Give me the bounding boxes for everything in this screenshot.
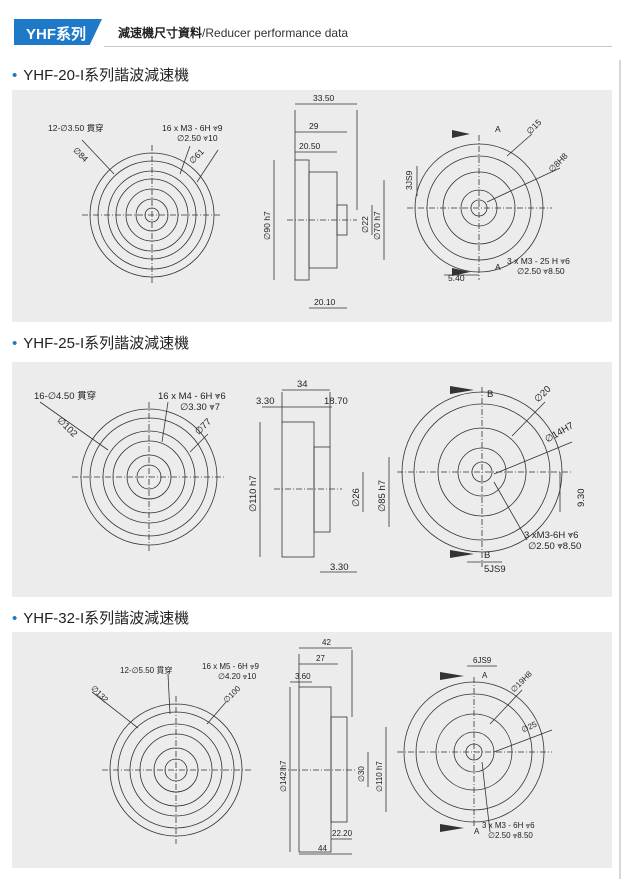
dim-r3: 3 x M3 - 6H ⩔6 <box>482 821 535 830</box>
label-bolt-holes: 12-∅5.50 貫穿 <box>120 665 172 675</box>
label-pcd-outer: ∅102 <box>54 415 79 440</box>
drawing-panel-yhf20: 12-∅3.50 貫穿 16 x M3 - 6H ⩔9 ∅2.50 ⩔10 ∅8… <box>12 90 612 322</box>
dim-key: 3JS9 <box>404 170 414 190</box>
label-pcd-inner: ∅100 <box>222 684 243 705</box>
section-title-text: YHF-32-I系列諧波減速機 <box>23 610 190 627</box>
dim-d5: ∅26 <box>351 488 362 507</box>
right-edge-bar <box>619 60 621 879</box>
dim-r1: ∅20 <box>532 384 553 405</box>
dim-d1: 34 <box>297 379 308 390</box>
dim-d2: 29 <box>309 121 319 131</box>
bullet-icon: • <box>12 67 18 84</box>
dim-r5: 9.30 <box>576 489 587 508</box>
dim-r1: ∅15 <box>524 117 543 136</box>
technical-drawing-yhf20: 12-∅3.50 貫穿 16 x M3 - 6H ⩔9 ∅2.50 ⩔10 ∅8… <box>48 93 570 309</box>
label-bolt-holes: 12-∅3.50 貫穿 <box>48 123 104 133</box>
header-divider <box>104 46 612 47</box>
dim-d7: 22.20 <box>332 829 353 838</box>
dim-key: 6JS9 <box>473 656 492 665</box>
label-pcd-outer: ∅84 <box>71 145 90 164</box>
dim-d5: ∅30 <box>357 766 366 782</box>
view-label-bottom: A <box>495 262 501 272</box>
label-pcd-inner: ∅77 <box>193 416 214 437</box>
dim-d4: ∅90 h7 <box>262 211 272 240</box>
header-subtitle: 減速機尺寸資料/Reducer performance data <box>118 24 348 41</box>
label-tapped-holes-2: ∅4.20 ⩔10 <box>218 672 257 681</box>
series-tab: YHF系列 <box>14 19 102 45</box>
dim-d3: 3.60 <box>295 672 311 681</box>
dim-d7: 3.30 <box>330 562 349 573</box>
dim-d2: 27 <box>316 654 325 663</box>
dim-d2: 3.30 <box>256 396 275 407</box>
dim-r2: ∅25 <box>520 719 539 734</box>
dim-r4: ∅2.50 ⩔8.50 <box>488 831 533 840</box>
label-bolt-holes: 16-∅4.50 貫穿 <box>34 390 96 402</box>
view-label-top: B <box>487 389 493 400</box>
drawing-panel-yhf32: 12-∅5.50 貫穿 16 x M5 - 6H ⩔9 ∅4.20 ⩔10 ∅1… <box>12 632 612 868</box>
dim-r3: 3 xM3-6H ⩔6 <box>524 530 578 541</box>
label-tapped-holes-1: 16 x M5 - 6H ⩔9 <box>202 662 260 671</box>
dim-d4: ∅142 h7 <box>279 760 288 792</box>
dim-d5: ∅22 <box>360 216 370 233</box>
view-label-bottom: A <box>474 827 480 836</box>
view-label-bottom: B <box>484 550 490 561</box>
dim-d3: 20.50 <box>299 141 321 151</box>
dim-d1: 33.50 <box>313 93 335 103</box>
view-label-top: A <box>495 124 501 134</box>
dim-r5: 5.40 <box>448 273 465 283</box>
page-header: YHF系列 減速機尺寸資料/Reducer performance data <box>0 0 626 48</box>
bullet-icon: • <box>12 610 18 627</box>
header-subtitle-en: /Reducer performance data <box>202 26 349 40</box>
dim-r2: ∅14H7 <box>543 420 575 445</box>
section-title-text: YHF-20-I系列諧波減速機 <box>23 67 190 84</box>
header-subtitle-cn: 減速機尺寸資料 <box>118 26 203 40</box>
section-title-yhf20: • YHF-20-I系列諧波減速機 <box>12 64 189 85</box>
dim-d7: 20.10 <box>314 297 336 307</box>
dim-r3: 3 x M3 - 25 H ⩔6 <box>507 256 570 266</box>
dim-d6: ∅85 h7 <box>377 480 388 512</box>
dim-r4: ∅2.50 ⩔8.50 <box>528 541 581 552</box>
view-label-top: A <box>482 671 488 680</box>
section-title-yhf25: • YHF-25-I系列諧波減速機 <box>12 332 189 353</box>
technical-drawing-yhf32: 12-∅5.50 貫穿 16 x M5 - 6H ⩔9 ∅4.20 ⩔10 ∅1… <box>89 638 553 855</box>
dim-key: 5JS9 <box>484 564 506 575</box>
technical-drawing-yhf25: 16-∅4.50 貫穿 16 x M4 - 6H ⩔6 ∅3.30 ⩔7 ∅10… <box>34 379 587 575</box>
bullet-icon: • <box>12 335 18 352</box>
dim-r4: ∅2.50 ⩔8.50 <box>517 266 565 276</box>
dim-d3: 18.70 <box>324 396 348 407</box>
label-tapped-holes-2: ∅2.50 ⩔10 <box>177 133 218 143</box>
label-tapped-holes-1: 16 x M3 - 6H ⩔9 <box>162 123 223 133</box>
dim-d4: ∅110 h7 <box>248 475 259 512</box>
drawing-panel-yhf25: 16-∅4.50 貫穿 16 x M4 - 6H ⩔6 ∅3.30 ⩔7 ∅10… <box>12 362 612 597</box>
label-tapped-holes-2: ∅3.30 ⩔7 <box>180 402 220 413</box>
dim-d6: ∅110 h7 <box>375 761 384 792</box>
section-title-yhf32: • YHF-32-I系列諧波減速機 <box>12 607 189 628</box>
label-pcd-outer: ∅132 <box>89 684 110 705</box>
dim-d1: 42 <box>322 638 331 647</box>
label-pcd-inner: ∅61 <box>187 146 206 165</box>
section-title-text: YHF-25-I系列諧波減速機 <box>23 335 190 352</box>
dim-r2: ∅8H8 <box>546 151 570 175</box>
dim-d6: ∅70 h7 <box>372 211 382 240</box>
series-tab-label: YHF系列 <box>26 26 87 43</box>
dim-d8: 44 <box>318 844 327 853</box>
label-tapped-holes-1: 16 x M4 - 6H ⩔6 <box>158 391 226 402</box>
